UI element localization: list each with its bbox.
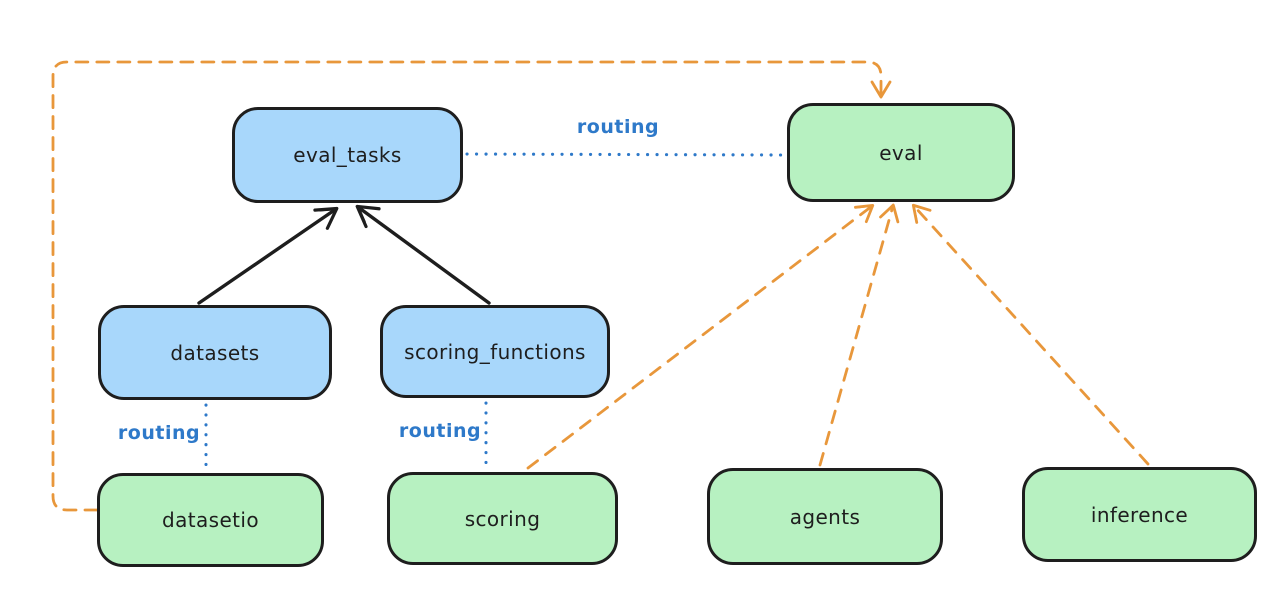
edge-agents-to-eval — [818, 203, 900, 467]
node-agents-label: agents — [789, 504, 861, 529]
node-datasets-label: datasets — [170, 340, 260, 365]
node-scoring-functions-label: scoring_functions — [404, 339, 586, 364]
node-datasetio: datasetio — [97, 473, 324, 567]
node-datasetio-label: datasetio — [161, 508, 259, 532]
node-inference: inference — [1022, 467, 1257, 562]
edge-scoring-to-eval — [526, 203, 875, 470]
node-eval-label: eval — [879, 140, 923, 165]
node-eval: eval — [787, 103, 1015, 202]
edge-label-routing-mid: routing — [398, 420, 482, 442]
node-scoring-label: scoring — [464, 506, 541, 531]
node-scoring-functions: scoring_functions — [380, 305, 610, 398]
edge-label-routing-left: routing — [117, 422, 201, 444]
edge-datasets-to-eval-tasks — [197, 206, 339, 305]
edge-inference-to-eval — [911, 203, 1150, 466]
edge-label-routing-top: routing — [576, 116, 660, 138]
node-inference-label: inference — [1090, 502, 1189, 527]
edge-datasetio-to-eval — [51, 60, 892, 512]
node-scoring: scoring — [387, 472, 618, 565]
node-datasets: datasets — [98, 305, 332, 400]
node-eval-tasks: eval_tasks — [232, 107, 463, 203]
edge-eval-tasks-to-eval — [465, 152, 786, 157]
edge-scoring-functions-to-eval-tasks — [355, 204, 491, 305]
node-eval-tasks-label: eval_tasks — [293, 143, 402, 167]
node-agents: agents — [707, 468, 943, 565]
